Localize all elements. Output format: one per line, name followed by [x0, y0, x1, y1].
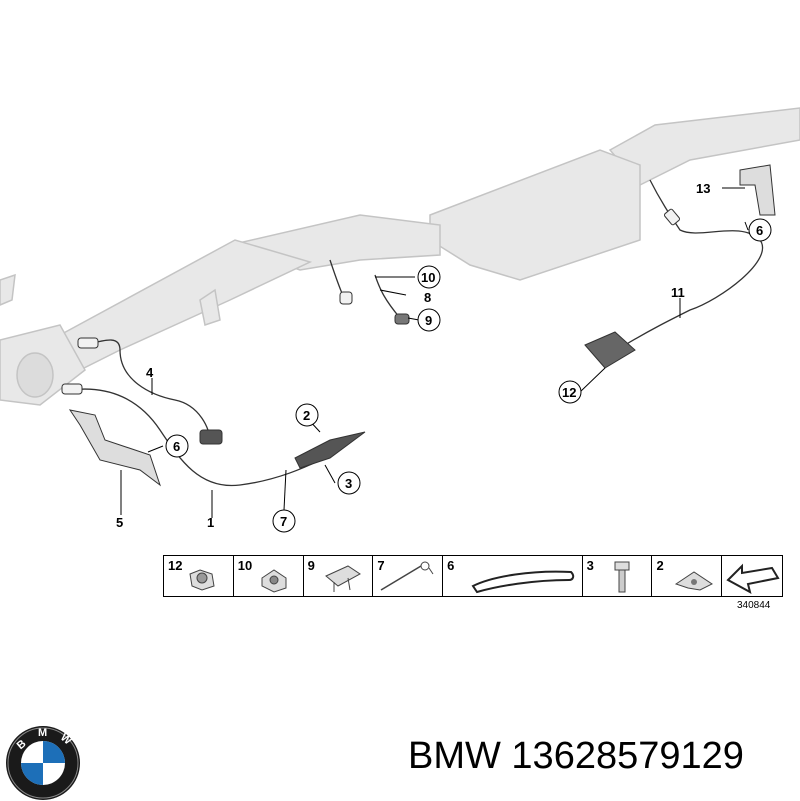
leader-lines: [120, 187, 749, 518]
callout-12: 12: [562, 385, 576, 400]
strip-cell-3: 3: [583, 556, 653, 596]
strip-num: 7: [377, 558, 385, 573]
bmw-logo-icon: B M W: [6, 726, 80, 800]
strip-num: 3: [586, 558, 594, 573]
svg-text:M: M: [38, 727, 47, 739]
brand-part-number: BMW 13628579129: [408, 735, 744, 777]
callout-7: 7: [280, 514, 287, 529]
spring-nut-icon: [675, 571, 714, 591]
callout-6a: 6: [173, 439, 180, 454]
reference-number: 340844: [737, 600, 771, 611]
strip-num: 9: [307, 558, 315, 573]
callout-4: 4: [146, 365, 154, 380]
sensor-parts: [61, 164, 776, 487]
cable-sleeve-icon: [471, 570, 575, 594]
strip-cell-12: 12: [164, 556, 234, 596]
exhaust-system: [0, 107, 800, 406]
strip-cell-9: 9: [304, 556, 374, 596]
callout-5: 5: [116, 515, 123, 530]
strip-num: 6: [447, 558, 455, 573]
strip-cell-2: 2: [652, 556, 723, 596]
callout-9: 9: [425, 313, 432, 328]
strip-num: 12: [168, 558, 183, 573]
exhaust-diagram: 1 2 3 4 5 6 6 7 8 9 10 11 12 13: [0, 107, 800, 533]
strip-cell-10: 10: [234, 556, 304, 596]
strip-cell-arrow: [722, 556, 782, 596]
strip-cell-6: 6: [443, 556, 583, 596]
clip-nut-icon: [261, 569, 287, 593]
cable-tie-icon: [380, 561, 434, 591]
strip-num: 2: [656, 558, 664, 573]
callout-labels: 1 2 3 4 5 6 6 7 8 9 10 11 12 13: [116, 181, 772, 533]
callout-2: 2: [303, 408, 310, 423]
callout-13: 13: [696, 181, 710, 196]
bracket-clip-icon: [324, 565, 361, 592]
hex-bolt-icon: [614, 561, 630, 593]
callout-8: 8: [424, 290, 431, 305]
callout-1: 1: [207, 515, 214, 530]
hex-nut-icon: [189, 569, 215, 591]
callout-10: 10: [421, 270, 435, 285]
callout-6b: 6: [756, 223, 763, 238]
callout-3: 3: [345, 476, 352, 491]
callout-11: 11: [671, 285, 685, 300]
arrow-icon: [726, 563, 780, 594]
strip-cell-7: 7: [373, 556, 444, 596]
parts-strip: 12 10 9 7 6 3: [163, 555, 783, 597]
strip-num: 10: [237, 558, 253, 573]
